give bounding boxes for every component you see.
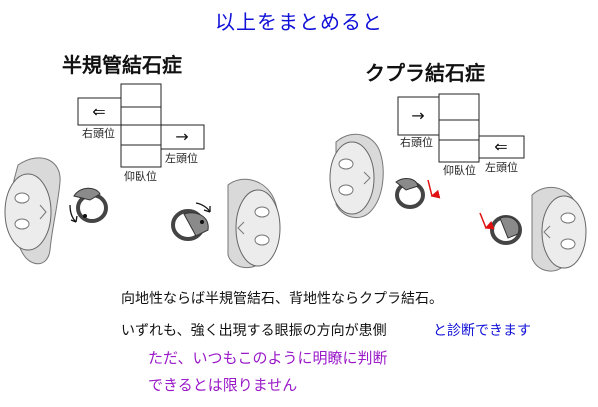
right-red-arrow-1 [427,179,441,199]
left-left-head-label: 左頭位 [165,151,198,165]
left-rotation-arrow-1 [69,204,77,223]
right-canal-right-ear [395,178,425,209]
left-canal-right-ear [73,187,108,223]
right-head-left-illustration [531,186,587,272]
right-left-head-arrow: ⇐ [494,137,507,156]
left-right-head-label: 右頭位 [82,126,115,140]
page-title: 以上をまとめると [215,10,383,34]
right-supine-label: 仰臥位 [443,163,476,177]
caveat-line-1: ただ、いつもこのように明瞭に判断 [148,349,388,367]
right-right-head-arrow: → [411,106,424,125]
right-red-arrow-2 [479,212,495,230]
left-right-head-arrow: ⇐ [92,102,105,121]
right-right-head-label: 右頭位 [400,135,433,149]
left-right-head-box [77,97,122,126]
note-line-2-emphasis: と診断できます [433,323,531,339]
right-head-right-illustration [329,133,384,219]
left-left-head-box [160,124,205,150]
right-left-head-box [478,135,525,159]
note-line-2: いずれも、強く出現する眼振の方向が患側 [121,323,387,339]
left-head-right-illustration [4,157,61,265]
right-left-head-label: 左頭位 [485,160,518,174]
note-line-1: 向地性ならば半規管結石、背地性ならクプラ結石。 [121,291,443,307]
left-head-left-illustration [227,178,281,269]
left-supine-label: 仰臥位 [124,169,157,183]
caveat-line-2: できるとは限りません [148,376,298,394]
left-canal-left-ear [171,209,209,241]
left-position-chart [77,83,205,168]
canalolithiasis-heading: 半規管結石症 [62,53,182,77]
left-left-head-arrow: → [175,127,188,146]
right-canal-left-ear [490,215,522,245]
right-position-chart [397,93,525,163]
cupulolithiasis-heading: クプラ結石症 [365,61,485,85]
right-right-head-box [397,96,440,136]
